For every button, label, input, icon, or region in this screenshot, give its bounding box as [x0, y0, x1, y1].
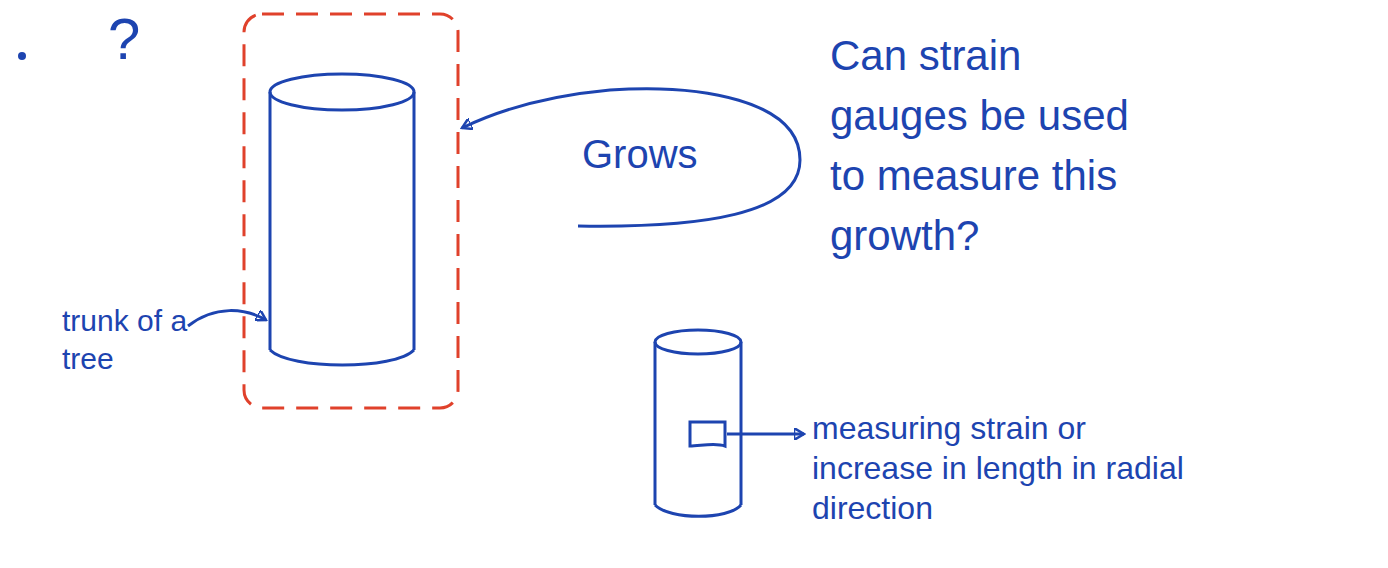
- growth-arrow: [462, 89, 800, 226]
- question-mark: ?: [108, 6, 168, 72]
- growth-outline: [244, 14, 458, 408]
- sample-cylinder: [655, 330, 741, 516]
- question-note: Can strain gauges be used to measure thi…: [830, 26, 1150, 266]
- gauge-pointer: [727, 433, 804, 436]
- bullet-dot: [18, 52, 26, 60]
- trunk-pointer: [188, 311, 266, 326]
- strain-gauge: [690, 422, 725, 446]
- trunk-label: trunk of a tree: [62, 302, 192, 378]
- trunk-cylinder: [270, 74, 414, 365]
- gauge-note: measuring strain or increase in length i…: [812, 408, 1202, 528]
- growth-label: Grows: [582, 130, 782, 178]
